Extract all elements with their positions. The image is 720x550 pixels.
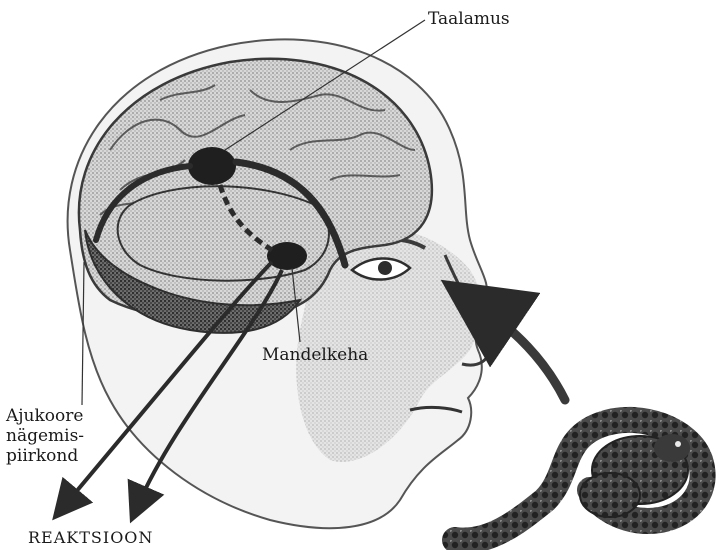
thalamus-label: Taalamus: [428, 9, 510, 29]
thalamus: [188, 147, 236, 185]
amygdala: [267, 242, 307, 270]
visual-cortex-label-line2: nägemis-: [6, 426, 84, 446]
incoming-visual-arrow: [478, 305, 565, 400]
eye-pupil: [378, 261, 392, 275]
visual-cortex-label-line3: piirkond: [6, 446, 84, 466]
amygdala-label: Mandelkeha: [262, 345, 368, 365]
reaction-label: REAKTSIOON: [28, 528, 153, 548]
visual-cortex-label: Ajukoore nägemis- piirkond: [6, 406, 84, 466]
snake: [455, 420, 703, 541]
visual-cortex-label-line1: Ajukoore: [6, 406, 84, 426]
